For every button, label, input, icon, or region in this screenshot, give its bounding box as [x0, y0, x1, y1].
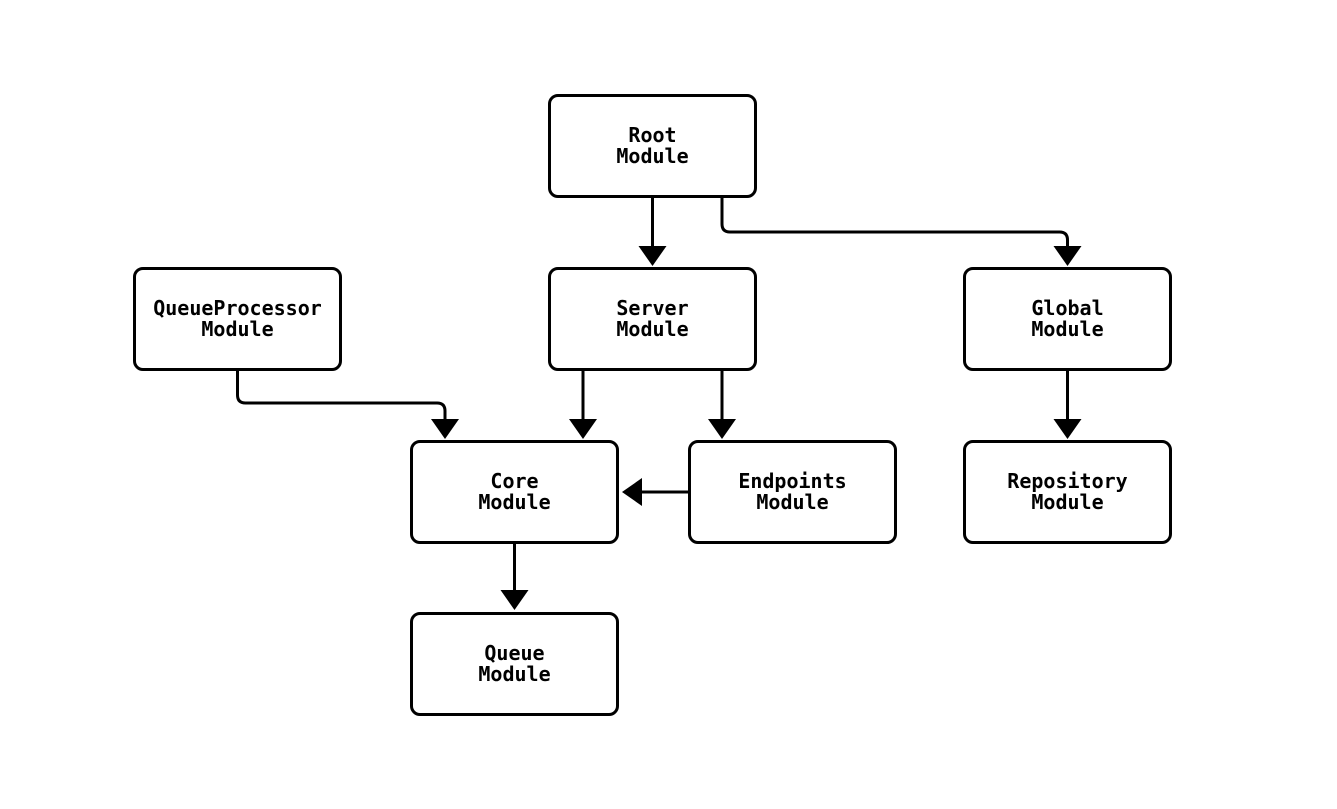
- node-repository-module-label: Repository Module: [1007, 469, 1128, 514]
- node-endpoints-module: Endpoints Module: [688, 440, 897, 544]
- node-queueprocessor-module: QueueProcessor Module: [133, 267, 342, 371]
- node-queueprocessor-module-label: QueueProcessor Module: [153, 296, 322, 341]
- node-repository-module: Repository Module: [963, 440, 1172, 544]
- node-global-module-label: Global Module: [1031, 296, 1104, 341]
- node-server-module: Server Module: [548, 267, 757, 371]
- node-core-module: Core Module: [410, 440, 619, 544]
- node-queue-module: Queue Module: [410, 612, 619, 716]
- node-global-module: Global Module: [963, 267, 1172, 371]
- node-root-module-label: Root Module: [616, 123, 689, 168]
- node-queue-module-label: Queue Module: [478, 641, 551, 686]
- edge-root-global: [720, 198, 1082, 266]
- node-endpoints-module-label: Endpoints Module: [738, 469, 847, 514]
- edge-queueprocessor-core: [236, 371, 459, 439]
- node-server-module-label: Server Module: [616, 296, 689, 341]
- node-root-module: Root Module: [548, 94, 757, 198]
- node-core-module-label: Core Module: [478, 469, 551, 514]
